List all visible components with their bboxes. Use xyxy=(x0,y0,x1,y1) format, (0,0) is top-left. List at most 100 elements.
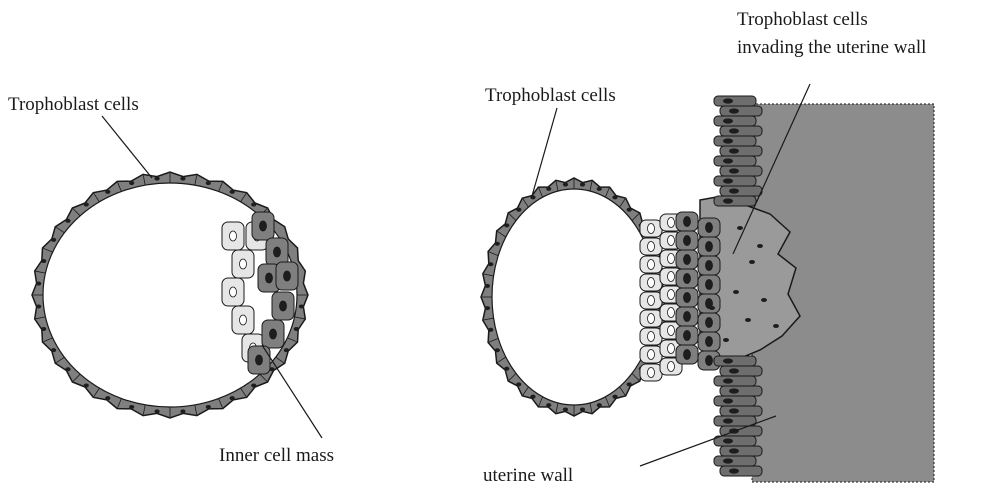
wall-cell xyxy=(714,136,756,146)
right-ring-nucleus xyxy=(597,187,602,191)
right-ring-nucleus xyxy=(597,403,602,407)
left-ring-nucleus xyxy=(65,367,70,371)
right-icm-pale-cell xyxy=(640,292,662,309)
right-icm-pale-cell-nucleus xyxy=(668,290,675,300)
left-icm-pale-cell xyxy=(232,306,254,334)
wall-cell-nucleus xyxy=(729,468,739,473)
right-icm-pale-cell-nucleus xyxy=(648,224,655,234)
left-ring-nucleus xyxy=(251,383,256,387)
wall-cell-nucleus xyxy=(729,128,739,133)
invading-nucleus xyxy=(737,226,743,230)
right-icm-pale-cell-nucleus xyxy=(648,350,655,360)
left-icm-dark-cell xyxy=(248,346,270,374)
left-icm-dark-cell-nucleus xyxy=(280,301,287,311)
right-icm-dark-cell-nucleus xyxy=(706,318,713,328)
right-blastocyst xyxy=(481,178,667,416)
left-ring-nucleus xyxy=(65,219,70,223)
right-cavity xyxy=(492,189,656,405)
wall-cell xyxy=(714,356,756,366)
leader-inner-cell-mass xyxy=(262,345,322,438)
right-icm-dark-cell xyxy=(676,231,698,250)
right-ring-nucleus xyxy=(488,262,493,266)
wall-cell-nucleus xyxy=(723,138,733,143)
left-ring-nucleus xyxy=(105,190,110,194)
invading-nucleus xyxy=(761,298,767,302)
wall-cell xyxy=(714,156,756,166)
wall-cell-nucleus xyxy=(723,198,733,203)
right-icm-dark-cell xyxy=(698,313,720,332)
right-icm-dark-cell xyxy=(676,250,698,269)
right-ring-nucleus xyxy=(485,284,490,288)
wall-cell-nucleus xyxy=(729,168,739,173)
right-ring-nucleus xyxy=(546,403,551,407)
right-ring-nucleus xyxy=(612,395,617,399)
left-ring-nucleus xyxy=(299,304,304,308)
wall-cell-nucleus xyxy=(723,378,733,383)
right-icm-dark-cell xyxy=(676,345,698,364)
left-ring-nucleus xyxy=(154,409,159,413)
right-ring-nucleus xyxy=(627,208,632,212)
invading-nucleus xyxy=(773,324,779,328)
right-icm-dark-cell xyxy=(676,288,698,307)
right-ring-nucleus xyxy=(546,187,551,191)
left-icm-dark-cell-nucleus xyxy=(284,271,291,281)
wall-cell xyxy=(714,376,756,386)
right-inner-cell-mass xyxy=(640,212,720,381)
wall-cell-nucleus xyxy=(729,368,739,373)
wall-cell xyxy=(720,366,762,376)
right-icm-dark-cell xyxy=(676,326,698,345)
right-icm-pale-cell-nucleus xyxy=(668,344,675,354)
right-ring-nucleus xyxy=(580,183,585,187)
wall-cell xyxy=(714,176,756,186)
wall-cell-nucleus xyxy=(723,118,733,123)
invading-nucleus xyxy=(749,260,755,264)
left-icm-dark-cell xyxy=(272,292,294,320)
wall-cell xyxy=(720,446,762,456)
right-icm-dark-cell xyxy=(698,332,720,351)
left-icm-dark-cell xyxy=(262,320,284,348)
right-icm-pale-cell-nucleus xyxy=(648,296,655,306)
right-icm-dark-cell-nucleus xyxy=(684,217,691,227)
wall-cell xyxy=(714,436,756,446)
invading-nucleus xyxy=(709,306,715,310)
left-ring-nucleus xyxy=(36,282,41,286)
wall-cell xyxy=(720,166,762,176)
left-ring-nucleus xyxy=(129,181,134,185)
right-icm-dark-cell xyxy=(676,269,698,288)
invading-nucleus xyxy=(723,338,729,342)
left-icm-dark-cell-nucleus xyxy=(270,329,277,339)
left-icm-pale-cell-nucleus xyxy=(240,315,247,325)
left-blastocyst xyxy=(32,172,308,418)
right-icm-pale-cell-nucleus xyxy=(668,326,675,336)
wall-cell-nucleus xyxy=(723,438,733,443)
left-ring-nucleus xyxy=(251,203,256,207)
left-ring-nucleus xyxy=(41,259,46,263)
right-ring-nucleus xyxy=(516,382,521,386)
left-ring-nucleus xyxy=(84,383,89,387)
left-icm-pale-cell xyxy=(232,250,254,278)
left-icm-pale-cell xyxy=(222,278,244,306)
right-icm-dark-cell xyxy=(698,237,720,256)
left-icm-pale-cell xyxy=(222,222,244,250)
right-icm-dark-cell-nucleus xyxy=(684,236,691,246)
left-icm-pale-cell-nucleus xyxy=(240,259,247,269)
wall-cell xyxy=(714,196,756,206)
right-ring-nucleus xyxy=(530,195,535,199)
left-ring-nucleus xyxy=(129,405,134,409)
right-icm-dark-cell-nucleus xyxy=(684,312,691,322)
right-icm-pale-cell-nucleus xyxy=(668,218,675,228)
right-icm-pale-cell-nucleus xyxy=(668,362,675,372)
right-icm-pale-cell-nucleus xyxy=(668,272,675,282)
left-ring-nucleus xyxy=(36,304,41,308)
right-ring-nucleus xyxy=(627,382,632,386)
right-icm-dark-cell-nucleus xyxy=(706,356,713,366)
wall-cell-nucleus xyxy=(723,398,733,403)
wall-cell-nucleus xyxy=(723,178,733,183)
right-icm-pale-cell xyxy=(640,256,662,273)
left-icm-pale-cell-nucleus xyxy=(230,231,237,241)
right-icm-dark-cell-nucleus xyxy=(706,223,713,233)
label-invading-line2: invading the uterine wall xyxy=(737,37,926,58)
wall-cell xyxy=(720,466,762,476)
wall-cell-nucleus xyxy=(729,108,739,113)
